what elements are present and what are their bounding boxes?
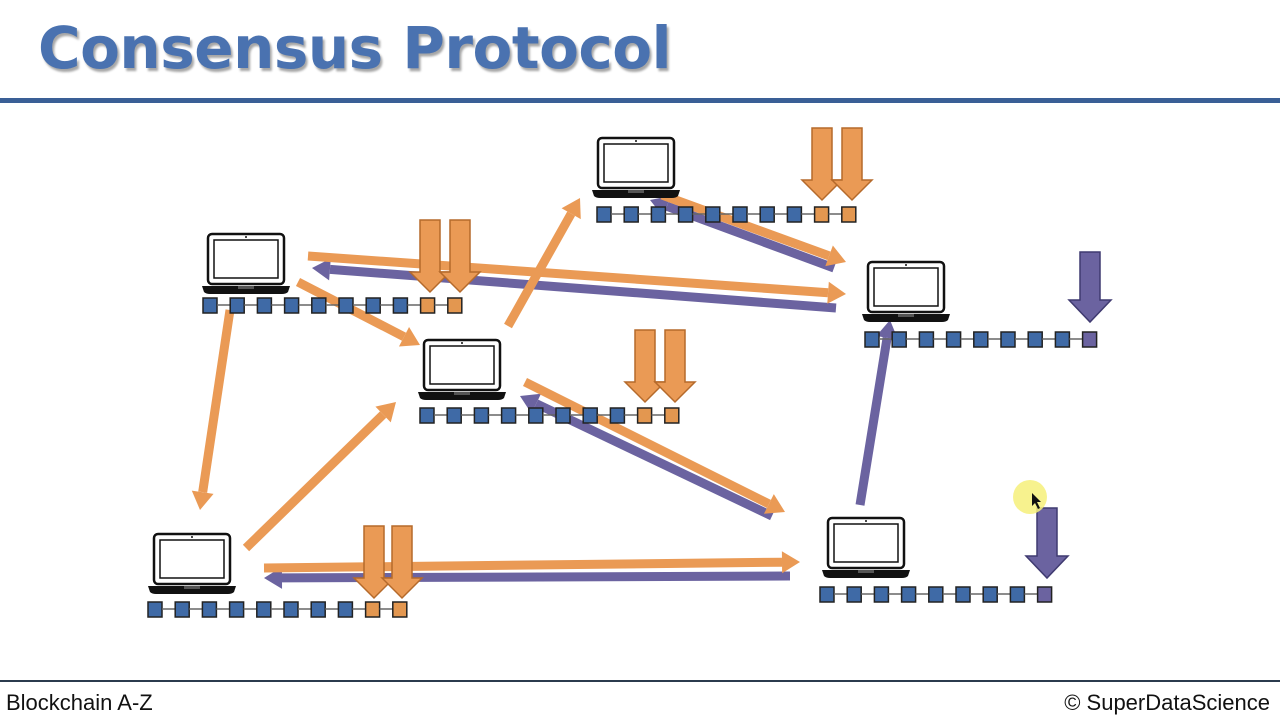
block [705,206,721,223]
block [813,206,830,223]
connection-arrow [522,377,785,514]
block [256,297,273,314]
mouse-cursor-icon [1013,480,1047,514]
block [582,407,598,424]
footer-divider [0,680,1280,682]
new-block-arrow [624,329,666,403]
block [228,601,245,618]
block [945,331,962,348]
block [446,407,462,424]
block [819,586,835,603]
block [623,206,639,223]
block [732,206,748,223]
blockchain [147,601,408,618]
block [596,206,612,223]
block [256,601,272,618]
block [1081,331,1098,348]
new-block-arrow [654,329,696,403]
block [1036,586,1053,603]
block [982,586,998,603]
connection-arrow [504,198,581,329]
blockchain [419,407,680,424]
block [900,586,917,603]
laptop-icon [820,516,912,580]
block [891,331,907,348]
block [973,331,989,348]
block [419,407,435,424]
block [864,331,880,348]
block [841,206,857,223]
block [202,297,218,314]
connection-arrow [650,195,836,273]
laptop-icon [416,338,508,402]
block [473,407,490,424]
block [555,407,571,424]
block [759,206,775,223]
block [147,601,163,618]
block [846,586,862,603]
new-block-arrow [1068,251,1112,323]
connection-arrow [520,393,774,521]
block [174,601,190,618]
connection-arrow [295,278,420,347]
block [365,297,381,314]
block [500,407,517,424]
new-block-arrow [1025,507,1069,579]
blockchain [202,297,463,314]
block [636,407,653,424]
slide-title: Consensus Protocol [38,14,672,82]
block [873,586,890,603]
laptop-icon [200,232,292,296]
title-divider [0,98,1280,103]
block [364,601,381,618]
block [786,206,803,223]
block [201,601,218,618]
block [392,297,409,314]
block [928,586,944,603]
block [310,601,326,618]
block [283,297,300,314]
connection-arrow [307,251,846,304]
blockchain [596,206,857,223]
block [338,297,354,314]
block [955,586,971,603]
block [918,331,935,348]
connection-arrow [191,309,235,510]
block [229,297,245,314]
new-block-arrow [801,127,843,201]
connection-arrow [263,551,800,574]
course-name: Blockchain A-Z [6,690,153,715]
block [650,206,667,223]
block [1027,331,1043,348]
block [419,297,436,314]
block [528,407,544,424]
block [447,297,463,314]
connection-arrow [242,402,396,552]
block [664,407,680,424]
block [609,407,626,424]
laptop-icon [590,136,682,200]
block [337,601,354,618]
block [392,601,408,618]
new-block-arrow [353,525,395,599]
new-block-arrow [831,127,873,201]
blockchain [864,331,1098,348]
block [1000,331,1016,348]
block [311,297,327,314]
block [283,601,299,618]
laptop-icon [860,260,952,324]
block [1054,331,1071,348]
block [677,206,694,223]
copyright: © SuperDataScience [1064,690,1270,715]
blockchain [819,586,1053,603]
laptop-icon [146,532,238,596]
block [1009,586,1026,603]
connection-arrow [660,190,846,267]
